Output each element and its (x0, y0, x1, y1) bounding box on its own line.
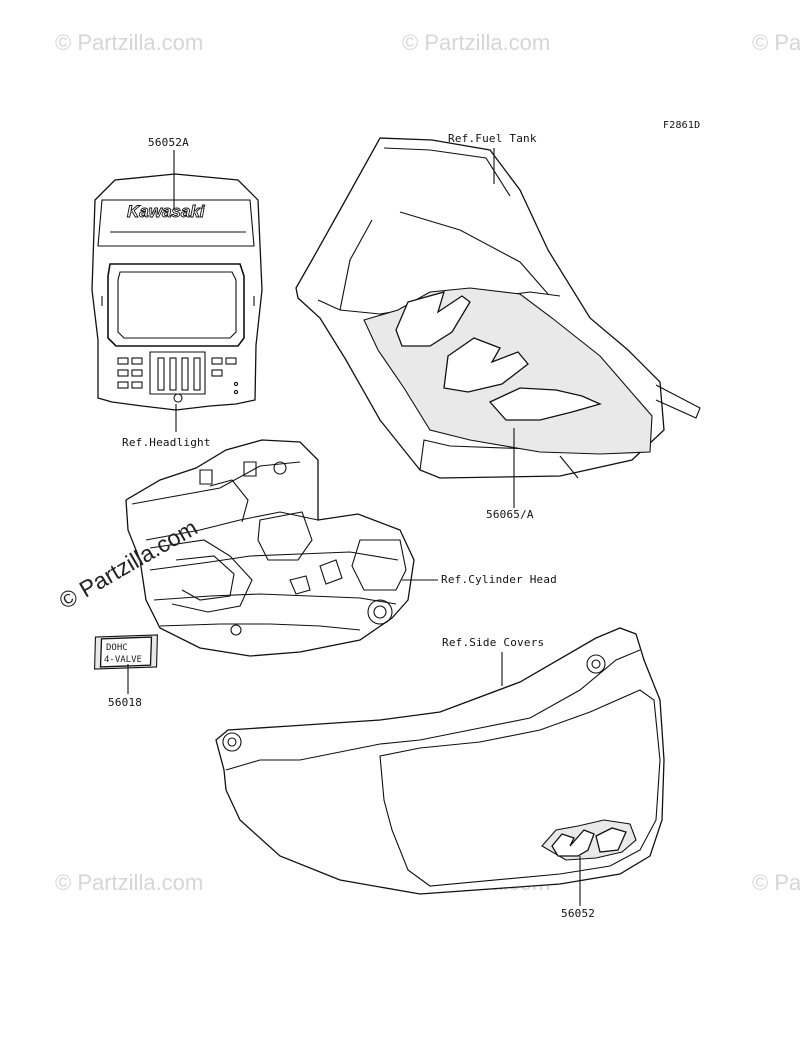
dohc-valve-decal: DOHC 4-VALVE (94, 634, 158, 670)
kawasaki-logo: Kawasaki (127, 202, 206, 221)
ref-headlight[interactable]: Ref.Headlight (122, 436, 211, 449)
diagram-code: F2861D (663, 120, 701, 131)
ref-fuel-tank[interactable]: Ref.Fuel Tank (448, 132, 537, 145)
ref-side-covers[interactable]: Ref.Side Covers (442, 636, 545, 649)
callout-56065a[interactable]: 56065/A (486, 508, 534, 521)
callout-56052[interactable]: 56052 (561, 907, 596, 920)
watermark: © Partzilla.com (55, 870, 204, 895)
fuel-tank (295, 137, 701, 479)
watermark: © Partzilla.com (55, 30, 204, 55)
valve-decal-line2: 4-VALVE (104, 655, 142, 665)
leader-lines (127, 148, 581, 906)
watermark: © Partzilla.com (402, 30, 551, 55)
valve-decal-line1: DOHC (106, 643, 128, 653)
callout-56018[interactable]: 56018 (108, 696, 143, 709)
ref-cylinder-head[interactable]: Ref.Cylinder Head (441, 573, 557, 586)
callout-56052a[interactable]: 56052A (148, 136, 189, 149)
headlight-cowl: Kawasaki (91, 173, 263, 411)
watermark: © Partzilla.com (752, 30, 800, 55)
side-cover (215, 627, 665, 895)
watermark: © Partzilla.com (752, 870, 800, 895)
cylinder-head (125, 439, 415, 657)
